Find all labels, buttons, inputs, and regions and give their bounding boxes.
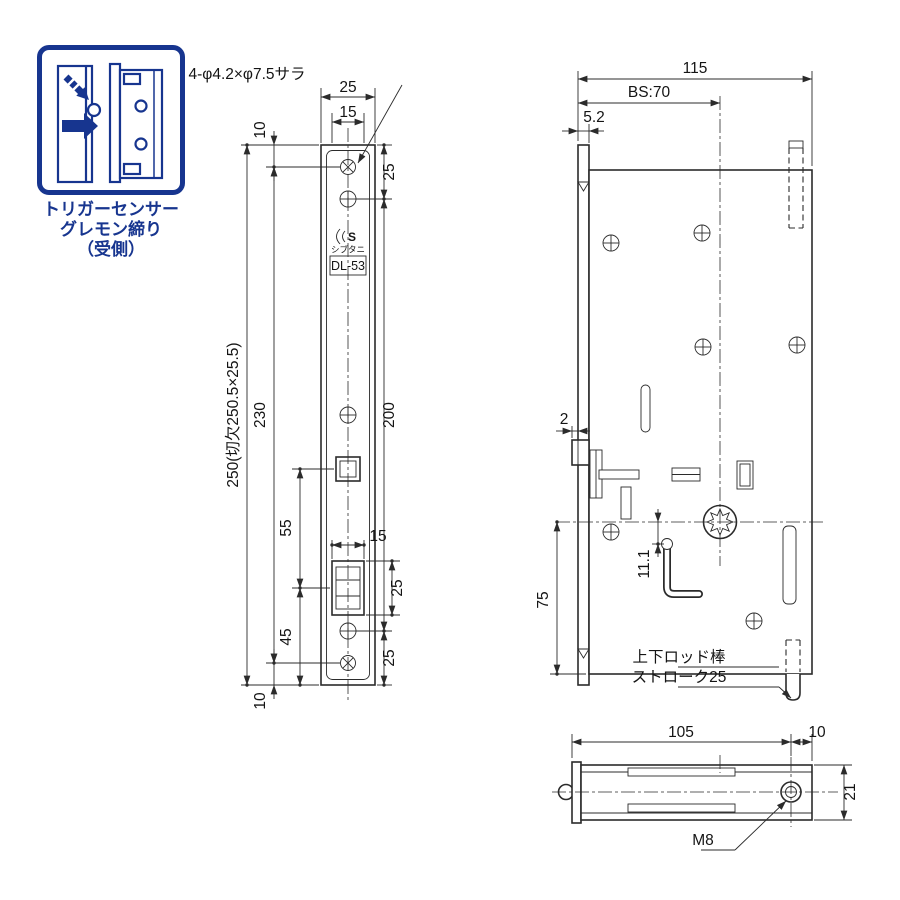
screw-icon xyxy=(602,523,620,541)
dim-overall-depth: 115 xyxy=(683,60,708,77)
legend-pictogram-box xyxy=(37,45,185,195)
dim-slot-width-top: 15 xyxy=(339,104,356,121)
rod-note-line-1: 上下ロッド棒 xyxy=(632,648,726,666)
dim-top-edge-offset: 10 xyxy=(252,121,269,139)
dim-square-to-latch: 55 xyxy=(278,519,295,536)
push-arrow-icon xyxy=(62,113,98,139)
weld-mark-icon xyxy=(577,648,590,659)
top-rod xyxy=(788,140,804,229)
side-view-dimensions: 115 BS:70 5.2 2 75 11.1 上下ロッド棒 ストローク25 xyxy=(535,60,813,699)
dim-backset: BS:70 xyxy=(628,84,671,101)
dim-bottom-edge-offset: 10 xyxy=(252,692,269,710)
screw-icon xyxy=(602,234,620,252)
dim-latch-slot-width: 15 xyxy=(369,528,386,545)
brand-logo-icon: S xyxy=(336,228,356,245)
brand-mark: S xyxy=(348,230,356,244)
dim-center-to-bottom: 75 xyxy=(535,591,552,608)
case-groove xyxy=(627,767,736,777)
lock-case-outline xyxy=(588,169,813,675)
trigger-arrow-icon xyxy=(63,74,89,100)
slot-capsule xyxy=(640,384,651,433)
dim-body-depth: 105 xyxy=(668,724,694,741)
screw-icon xyxy=(788,336,806,354)
dim-hook-offset: 11.1 xyxy=(636,549,653,578)
lock-schematic-icon xyxy=(56,62,164,184)
thread-callout: M8 xyxy=(692,832,714,849)
side-view: 115 BS:70 5.2 2 75 11.1 上下ロッド棒 ストローク25 xyxy=(535,60,824,701)
case-groove xyxy=(627,803,736,813)
screw-icon xyxy=(693,224,711,242)
front-view: S シブタニ DL-53 xyxy=(188,66,406,710)
rod-note-line-2: ストローク25 xyxy=(632,668,727,686)
trigger-assembly xyxy=(571,439,640,520)
dim-rod-offset: 10 xyxy=(808,724,826,741)
sensor-switch xyxy=(671,460,754,490)
weld-mark-icon xyxy=(577,181,590,192)
legend-line-2: グレモン締り xyxy=(60,220,162,239)
bottom-view-dimensions: 105 10 21 M8 xyxy=(571,724,859,851)
dim-plate-thickness: 5.2 xyxy=(583,109,605,126)
hook-lever xyxy=(661,538,703,598)
legend-caption: トリガーセンサー グレモン締り （受側） xyxy=(10,200,212,260)
dim-latch-to-bottom: 45 xyxy=(278,628,295,645)
front-view-dimensions: 4-φ4.2×φ7.5サラ 25 15 10 250(切欠250.5×25.5)… xyxy=(188,66,406,710)
faceplate-inner-contour xyxy=(326,150,370,680)
dim-body-height: 21 xyxy=(842,783,859,800)
dim-plate-width: 25 xyxy=(339,79,356,96)
legend-line-1: トリガーセンサー xyxy=(43,200,179,219)
legend-line-3: （受側） xyxy=(77,240,145,259)
dim-countersunk-span: 230 xyxy=(252,402,269,428)
screw-icon xyxy=(745,612,763,630)
dim-trigger-protrusion: 2 xyxy=(560,411,569,428)
dim-top-screw-offset: 25 xyxy=(381,163,398,180)
bottom-view: 105 10 21 M8 xyxy=(552,724,859,851)
strike-plate-icon xyxy=(108,62,164,184)
dim-screw-span: 200 xyxy=(381,402,398,428)
trigger-roller-icon xyxy=(86,102,102,118)
faceplate-edge xyxy=(577,144,590,686)
hole-callout: 4-φ4.2×φ7.5サラ xyxy=(188,66,305,83)
faceplate-edge xyxy=(571,761,582,824)
dim-bottom-screw-offset: 25 xyxy=(381,649,398,666)
screw-icon xyxy=(694,338,712,356)
rod-guide-slot xyxy=(782,525,797,605)
dim-overall-height: 250(切欠250.5×25.5) xyxy=(224,342,242,487)
dim-latch-height: 25 xyxy=(389,579,406,596)
